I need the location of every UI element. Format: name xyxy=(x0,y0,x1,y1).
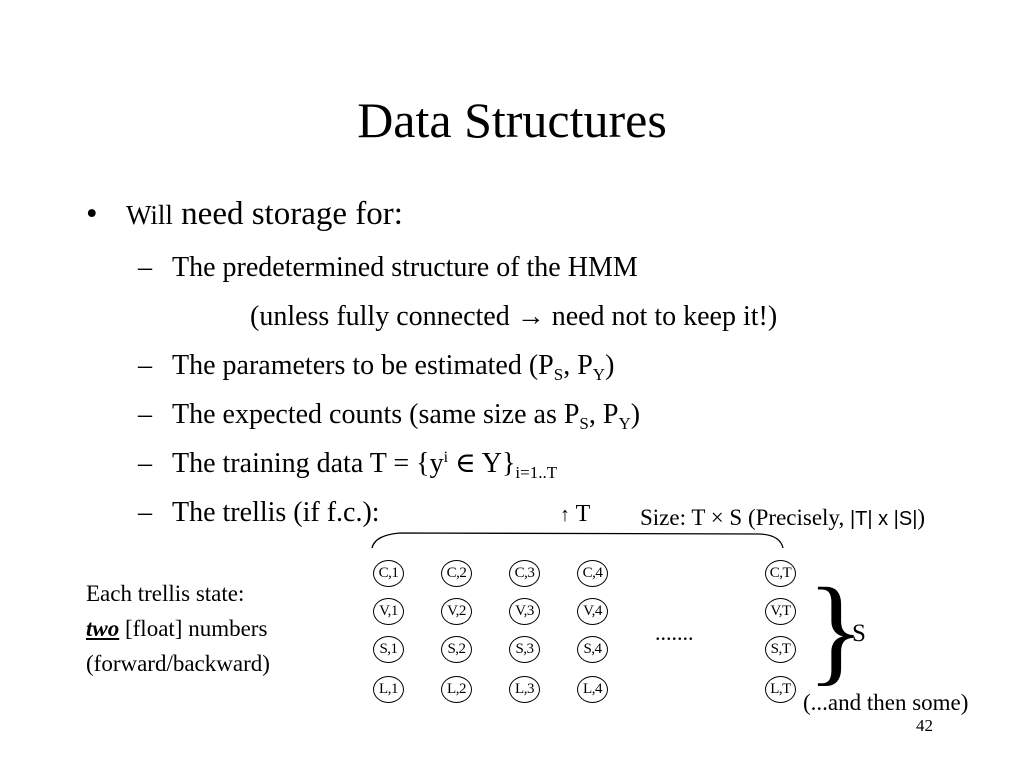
trellis-node: S,2 xyxy=(441,636,472,663)
trellis-node: C,T xyxy=(765,560,796,587)
trellis-node: C,3 xyxy=(509,560,540,587)
sub-item-structure: –The predetermined structure of the HMM xyxy=(138,248,638,288)
states-label: S xyxy=(852,620,866,647)
trellis-node: L,T xyxy=(765,676,796,703)
dash-2: – xyxy=(138,350,152,381)
sub-item-structure-note: (unless fully connected → need not to ke… xyxy=(250,301,778,332)
and-then-some-note: (...and then some) xyxy=(803,690,969,715)
sub-item-structure-text: The predetermined structure of the HMM xyxy=(172,252,638,283)
slide-title: Data Structures xyxy=(357,92,667,148)
bullet-word-will: Will xyxy=(126,200,173,230)
trellis-node: S,4 xyxy=(577,636,608,663)
sub-item-training: –The training data T = {yi ∈ Y}i=1..T xyxy=(138,444,557,484)
page-number: 42 xyxy=(916,716,933,735)
size-label: Size: T × S (Precisely, |T| x |S|) xyxy=(640,502,925,535)
trellis-node: C,2 xyxy=(441,560,472,587)
trellis-node: L,1 xyxy=(373,676,404,703)
in-y-set: ∈ Y} xyxy=(448,448,516,479)
sub-item-parameters: –The parameters to be estimated (PS, PY) xyxy=(138,346,614,386)
trellis-node: L,3 xyxy=(509,676,540,703)
subscript-s: S xyxy=(553,365,564,384)
dash-5: – xyxy=(138,497,152,528)
states-brace: } xyxy=(807,563,865,696)
superscript-i: i xyxy=(443,449,449,466)
sub-item-training-text: The training data T = {y xyxy=(172,448,444,479)
state-desc-line-2: two [float] numbers xyxy=(86,611,270,646)
trellis-node: V,T xyxy=(765,598,796,625)
t-axis-label: ↑ T xyxy=(560,498,590,531)
bullet-text: need storage for: xyxy=(172,196,403,232)
size-label-pre: Size: T × S (Precisely, xyxy=(640,505,850,530)
dash-1: – xyxy=(138,252,152,283)
trellis-node: V,3 xyxy=(509,598,540,625)
trellis-node: C,4 xyxy=(577,560,608,587)
sub-item-parameters-text: The parameters to be estimated (P xyxy=(172,350,554,381)
size-label-post: ) xyxy=(917,505,926,530)
trellis-node: V,4 xyxy=(577,598,608,625)
state-desc-two: two xyxy=(86,616,120,641)
trellis-ellipsis: ....... xyxy=(655,620,694,645)
state-desc-line-1: Each trellis state: xyxy=(86,581,245,606)
sub-item-counts-text: The expected counts (same size as P xyxy=(172,399,580,430)
trellis-node: C,1 xyxy=(373,560,404,587)
main-bullet: • Will need storage for: xyxy=(86,192,403,237)
up-arrow-icon: ↑ xyxy=(560,504,570,526)
trellis-node: V,1 xyxy=(373,598,404,625)
comma-p: , P xyxy=(563,350,593,381)
sub-item-counts: –The expected counts (same size as PS, P… xyxy=(138,395,640,435)
state-desc-numbers: [float] numbers xyxy=(119,616,268,641)
comma-p: , P xyxy=(588,399,619,430)
trellis-state-description: Each trellis state: two [float] numbers … xyxy=(86,576,270,681)
trellis-node: L,4 xyxy=(577,676,608,703)
dash-4: – xyxy=(138,448,152,479)
trellis-node: V,2 xyxy=(441,598,472,625)
size-label-abs: |T| x |S| xyxy=(849,508,918,530)
trellis-node: S,3 xyxy=(509,636,540,663)
close-paren: ) xyxy=(605,350,615,381)
sub-item-trellis-text: The trellis (if f.c.): xyxy=(172,497,380,528)
subscript-range: i=1..T xyxy=(515,463,558,482)
subscript-y: Y xyxy=(592,365,606,384)
subscript-y: Y xyxy=(618,414,631,433)
bullet-symbol: • xyxy=(86,196,98,232)
trellis-node: S,1 xyxy=(373,636,404,663)
dash-3: – xyxy=(138,399,152,430)
trellis-node: S,T xyxy=(765,636,796,663)
trellis-node: L,2 xyxy=(441,676,472,703)
close-paren: ) xyxy=(630,399,641,430)
subscript-s: S xyxy=(579,414,589,433)
state-desc-line-3: (forward/backward) xyxy=(86,651,270,676)
t-label-text: T xyxy=(575,501,591,527)
sub-item-trellis: –The trellis (if f.c.): xyxy=(138,493,380,533)
